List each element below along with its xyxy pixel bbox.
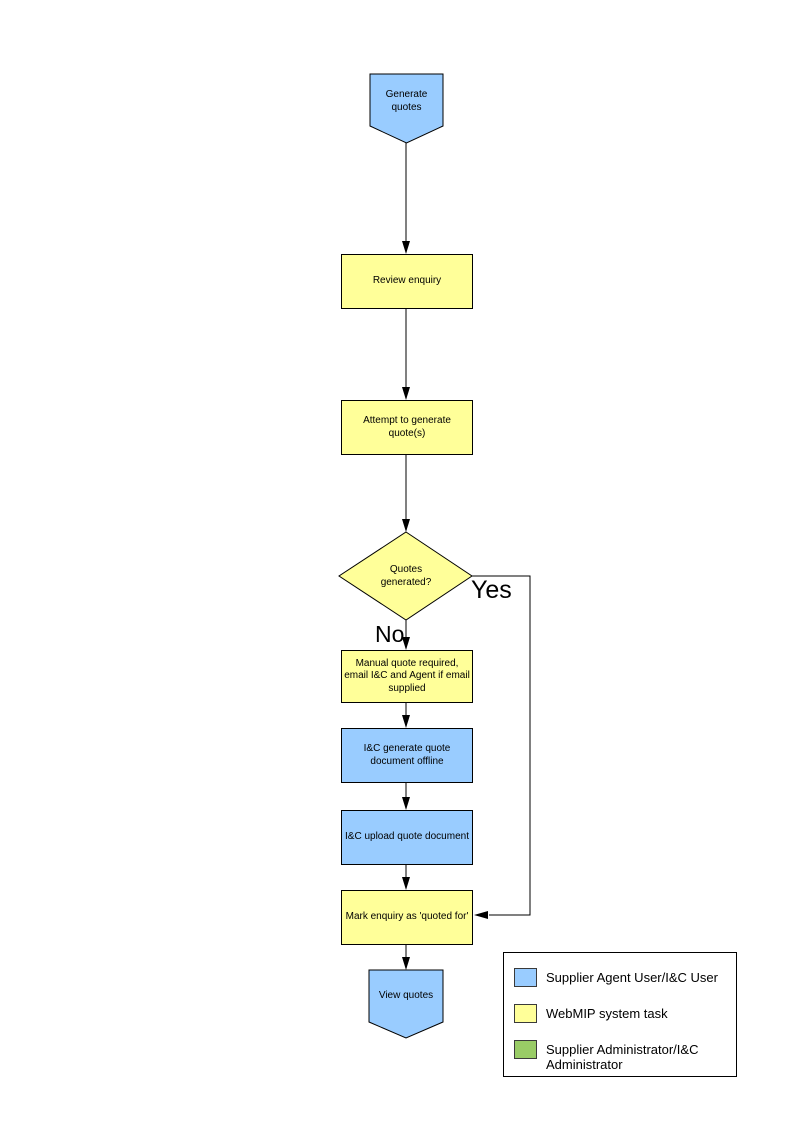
system-task-swatch [514,1004,537,1023]
legend-box: Supplier Agent User/I&C User WebMIP syst… [503,952,737,1077]
arrowhead-down-icon [402,519,410,532]
end-node-shape [368,969,444,1039]
legend-item-user: Supplier Agent User/I&C User [514,968,731,987]
arrowhead-down-icon [402,637,410,650]
no-branch-label: No [375,621,405,647]
generate-offline-node: I&C generate quote document offline [341,728,473,783]
arrowhead-down-icon [402,241,410,254]
connector-yes-branch [472,575,531,916]
legend-item-admin: Supplier Administrator/I&C Administrator [514,1040,731,1073]
manual-quote-node: Manual quote required, email I&C and Age… [341,650,473,703]
upload-document-node: I&C upload quote document [341,810,473,865]
arrowhead-down-icon [402,387,410,400]
arrowhead-down-icon [402,715,410,728]
legend-item-system: WebMIP system task [514,1004,731,1023]
start-node-shape [369,73,444,144]
legend-label: WebMIP system task [546,1006,668,1021]
decision-node-shape [338,531,473,621]
yes-branch-label: Yes [471,576,512,604]
arrowhead-down-icon [402,797,410,810]
attempt-generate-node: Attempt to generate quote(s) [341,400,473,455]
arrowhead-down-icon [402,957,410,970]
arrowhead-down-icon [402,877,410,890]
arrowhead-left-icon [474,911,488,919]
mark-quoted-node: Mark enquiry as 'quoted for' [341,890,473,945]
review-enquiry-node: Review enquiry [341,254,473,309]
admin-task-swatch [514,1040,537,1059]
legend-label: Supplier Agent User/I&C User [546,970,718,985]
user-task-swatch [514,968,537,987]
legend-label: Supplier Administrator/I&C Administrator [546,1042,699,1073]
